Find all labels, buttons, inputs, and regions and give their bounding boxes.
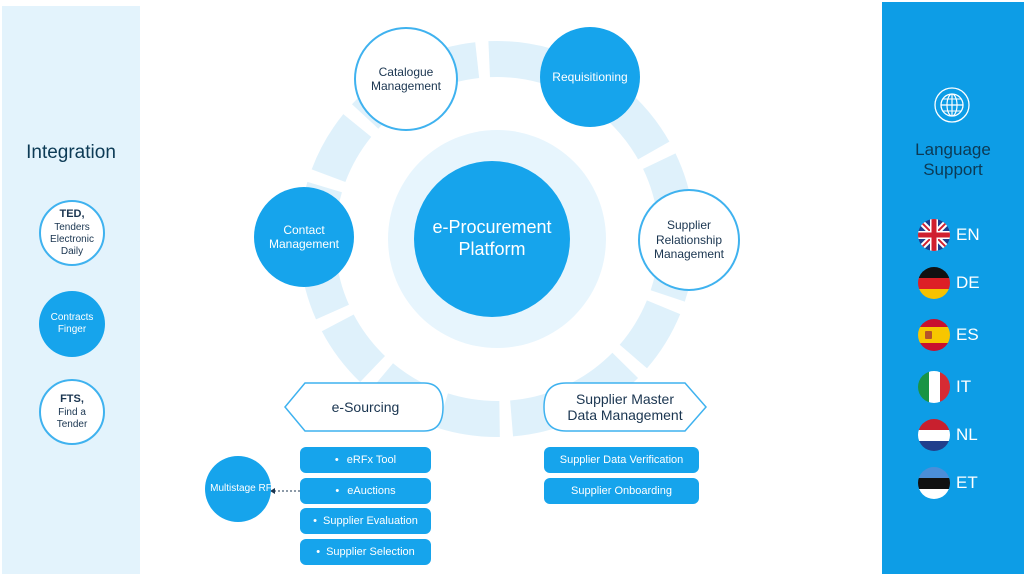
esourcing-item-supplier-evaluation[interactable]: • Supplier Evaluation (300, 508, 431, 534)
uk-flag-icon (918, 219, 950, 251)
language-item-nl[interactable]: NL (918, 419, 978, 451)
module-catalogue-line1: Catalogue (378, 64, 434, 79)
module-requisitioning[interactable]: Requisitioning (540, 27, 640, 127)
platform-center-line1: e-Procurement (432, 217, 552, 238)
esourcing-item-erfx-tool[interactable]: • eRFx Tool (300, 447, 431, 473)
integration-panel: Integration (2, 6, 140, 574)
module-contact-management[interactable]: Contact Management (254, 187, 354, 287)
language-code-de: DE (956, 273, 980, 292)
esourcing-item-label: eAuctions (347, 485, 396, 497)
bullet-icon: • (334, 454, 339, 466)
estonia-flag-icon (918, 467, 950, 499)
language-title-line1: Language (915, 140, 991, 159)
platform-center[interactable]: e-Procurement Platform (414, 161, 570, 317)
integration-item-fts-bold: FTS, (60, 393, 84, 406)
esourcing-item-label: eRFx Tool (346, 454, 397, 466)
integration-item-contracts-finger-label: Contracts Finger (50, 312, 94, 335)
integration-item-ted[interactable]: TED, Tenders Electronic Daily (39, 200, 105, 266)
esourcing-item-label: Supplier Selection (326, 546, 415, 558)
italy-flag-icon (918, 371, 950, 403)
language-item-et[interactable]: ET (918, 467, 978, 499)
esourcing-item-label: Supplier Evaluation (323, 515, 418, 527)
language-item-en[interactable]: EN (918, 219, 980, 251)
esourcing-item-eauctions[interactable]: • eAuctions (300, 478, 431, 504)
module-contact-line2: Management (268, 237, 340, 251)
module-supplier-relationship-management[interactable]: Supplier Relationship Management (638, 189, 740, 291)
e-sourcing-shape (284, 382, 444, 432)
language-title-line2: Support (923, 160, 983, 179)
module-srm-line2: Relationship (655, 232, 723, 247)
integration-item-fts-label: Find a Tender (56, 406, 88, 430)
netherlands-flag-icon (918, 419, 950, 451)
integration-item-ted-label: Tenders Electronic Daily (50, 221, 94, 257)
module-e-sourcing[interactable]: e-Sourcing (283, 382, 448, 432)
germany-flag-icon (918, 267, 950, 299)
module-supplier-master-data[interactable]: Supplier Master Data Management (542, 382, 708, 432)
language-code-nl: NL (956, 425, 978, 444)
supplier-master-line2: Data Management (567, 407, 683, 423)
module-requisitioning-label: Requisitioning (552, 69, 628, 84)
language-item-es[interactable]: ES (918, 319, 979, 351)
language-code-et: ET (956, 473, 978, 492)
supplier-master-item-data-verification[interactable]: Supplier Data Verification (544, 447, 699, 473)
integration-title: Integration (26, 142, 116, 163)
multistage-rf-label: Multistage RF (210, 483, 271, 494)
language-item-it[interactable]: IT (918, 371, 971, 403)
language-title: Language Support (882, 140, 1024, 180)
module-srm-line1: Supplier (666, 218, 711, 233)
spain-flag-icon (918, 319, 950, 351)
e-sourcing-label: e-Sourcing (331, 398, 400, 415)
multistage-rf-circle[interactable]: Multistage RF (205, 456, 271, 522)
module-srm-line3: Management (653, 247, 725, 262)
bullet-icon: • (316, 546, 321, 558)
language-panel: Language Support (882, 2, 1024, 574)
supplier-master-label: Supplier Master Data Management (542, 382, 708, 432)
supplier-master-item-onboarding[interactable]: Supplier Onboarding (544, 478, 699, 504)
bullet-icon: • (335, 485, 340, 497)
language-code-es: ES (956, 325, 979, 344)
language-code-it: IT (956, 377, 972, 396)
globe-icon (934, 87, 970, 123)
supplier-master-shape (543, 382, 707, 432)
bullet-icon: • (313, 515, 318, 527)
integration-item-fts[interactable]: FTS, Find a Tender (39, 379, 105, 445)
esourcing-item-supplier-selection[interactable]: • Supplier Selection (300, 539, 431, 565)
integration-item-ted-bold: TED, (59, 208, 85, 221)
language-item-de[interactable]: DE (918, 267, 980, 299)
supplier-master-line1: Supplier Master (575, 390, 675, 407)
language-code-en: EN (956, 225, 980, 244)
module-catalogue-management[interactable]: Catalogue Management (354, 27, 458, 131)
platform-center-line2: Platform (458, 239, 526, 259)
integration-item-contracts-finger[interactable]: Contracts Finger (39, 291, 105, 357)
module-catalogue-line2: Management (370, 79, 442, 93)
supplier-master-item-label: Supplier Data Verification (559, 454, 684, 466)
supplier-master-item-label: Supplier Onboarding (571, 485, 672, 497)
module-contact-line1: Contact (283, 222, 325, 237)
